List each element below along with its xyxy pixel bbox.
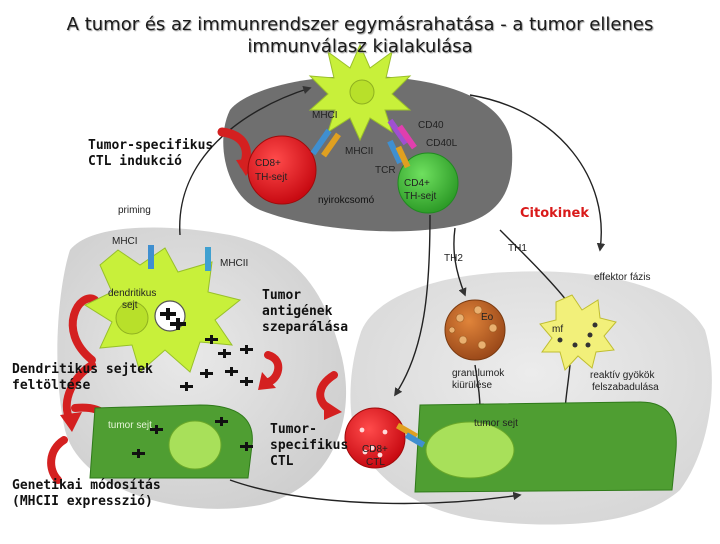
label-th1: TH1 <box>508 243 527 254</box>
label-granules-1: granulumok <box>452 368 505 379</box>
tcr-receptor-bottom <box>395 422 419 440</box>
label-granules-2: kiürülése <box>452 380 493 391</box>
arrow-cd8-to-tumor <box>394 214 431 397</box>
label-mhcii-top: MHCII <box>345 146 374 157</box>
cd8-t-cell-top <box>247 135 317 205</box>
label-th-sejt-top: TH-sejt <box>255 172 288 183</box>
mhci-receptor-top <box>310 128 332 156</box>
annotation-dendritic-loading-line-2: feltöltése <box>12 378 91 393</box>
label-cd40l: CD40L <box>426 138 458 149</box>
tumor-nucleus-right <box>425 421 515 479</box>
annotation-genetic-modification-line-1: Genetikai módosítás <box>12 478 161 493</box>
cd4-t-cell <box>397 152 459 214</box>
red-arrow-dendritic-loading-head <box>60 412 82 432</box>
red-arrow-separation-head <box>258 372 276 390</box>
label-ctl-bottom: CTL <box>366 457 385 468</box>
annotation-ctl-induction-line-1: Tumor-specifikus <box>88 138 214 153</box>
label-dendritic-1: dendritikus <box>108 288 157 299</box>
label-tumor-cell-right: tumor sejt <box>474 418 518 429</box>
annotation-ctl-induction: Tumor-specifikus CTL indukció <box>88 138 213 170</box>
mhci-receptor-bottom <box>404 432 426 448</box>
annotation-tumor-specific-ctl: Tumor- specifikus CTL <box>270 422 348 470</box>
annotation-tumor-specific-ctl-line-1: Tumor- <box>270 422 317 437</box>
red-arrow-tumor-ctl-head <box>324 400 342 420</box>
annotation-genetic-modification-line-2: (MHCII expresszió) <box>12 494 153 509</box>
red-arrow-separation <box>264 351 283 386</box>
label-priming: priming <box>118 205 151 216</box>
annotation-antigen-separation-line-1: Tumor <box>262 288 302 303</box>
cd8-ctl-bottom <box>344 407 406 469</box>
label-reactive-2: felszabadulása <box>592 382 659 393</box>
cell-dots <box>359 427 388 458</box>
mhcii-receptor-top <box>387 139 403 165</box>
macrophage-radicals <box>557 322 598 348</box>
red-arrow-genetic-mod <box>47 436 68 484</box>
annotation-cytokines: Citokinek <box>520 206 589 221</box>
arrow-th2 <box>453 227 467 297</box>
antigen-particles <box>132 308 253 458</box>
label-mhci-left: MHCI <box>112 236 138 247</box>
label-cd8-top: CD8+ <box>255 158 281 169</box>
dendritic-nucleus-top <box>349 79 375 105</box>
annotation-antigen-separation-line-3: szeparálása <box>262 320 349 335</box>
title-line-1: A tumor és az immunrendszer egymásrahatá… <box>66 14 654 35</box>
label-tumor-cell-left: tumor sejt <box>108 420 152 431</box>
label-cd4: CD4+ <box>404 178 430 189</box>
label-mhcii-left: MHCII <box>220 258 249 269</box>
page-title: A tumor és az immunrendszer egymásrahatá… <box>40 14 680 58</box>
eosinophil-granules <box>448 305 498 350</box>
dendritic-nucleus-left <box>115 301 149 335</box>
label-reactive-1: reaktív gyökök <box>590 370 655 381</box>
cd40-receptor <box>387 118 409 146</box>
arrow-bottom-return <box>229 479 522 505</box>
cd40l-receptor <box>397 124 417 150</box>
label-cd40: CD40 <box>418 120 444 131</box>
tcr-receptor-cd4 <box>395 145 411 169</box>
label-tcr: TCR <box>375 165 396 176</box>
red-arrow-dendritic-loading <box>68 294 99 364</box>
tcr-receptor-top <box>321 132 341 158</box>
label-cd8-bottom: CD8+ <box>362 444 388 455</box>
title-line-2: immunválasz kialakulása <box>247 36 473 57</box>
label-eo: Eo <box>481 312 494 323</box>
label-th-sejt-cd4: TH-sejt <box>404 191 437 202</box>
annotation-dendritic-loading: Dendritikus sejtek feltöltése <box>12 362 153 394</box>
mhci-receptor-left <box>148 245 154 269</box>
arrow-lymph-node-to-right <box>469 94 606 252</box>
label-mhci-top: MHCI <box>312 110 338 121</box>
mhcii-receptor-left <box>205 247 211 271</box>
label-mf: mf <box>552 324 564 335</box>
annotation-tumor-specific-ctl-line-3: CTL <box>270 454 294 469</box>
annotation-dendritic-loading-line-1: Dendritikus sejtek <box>12 362 153 377</box>
annotation-antigen-separation-line-2: antigének <box>262 304 333 319</box>
label-lymph-node: nyirokcsomó <box>318 195 375 206</box>
tumor-nucleus-left <box>168 420 222 470</box>
arrow-dendritic-to-lymph-node <box>179 86 312 236</box>
label-effector-phase: effektor fázis <box>594 272 651 283</box>
macrophage <box>539 294 617 371</box>
label-dendritic-2: sejt <box>122 300 138 311</box>
annotation-ctl-induction-line-2: CTL indukció <box>88 154 182 169</box>
annotation-antigen-separation: Tumor antigének szeparálása <box>262 288 348 336</box>
label-th2: TH2 <box>444 253 463 264</box>
annotation-genetic-modification: Genetikai módosítás (MHCII expresszió) <box>12 478 161 510</box>
annotation-tumor-specific-ctl-line-2: specifikus <box>270 438 349 453</box>
